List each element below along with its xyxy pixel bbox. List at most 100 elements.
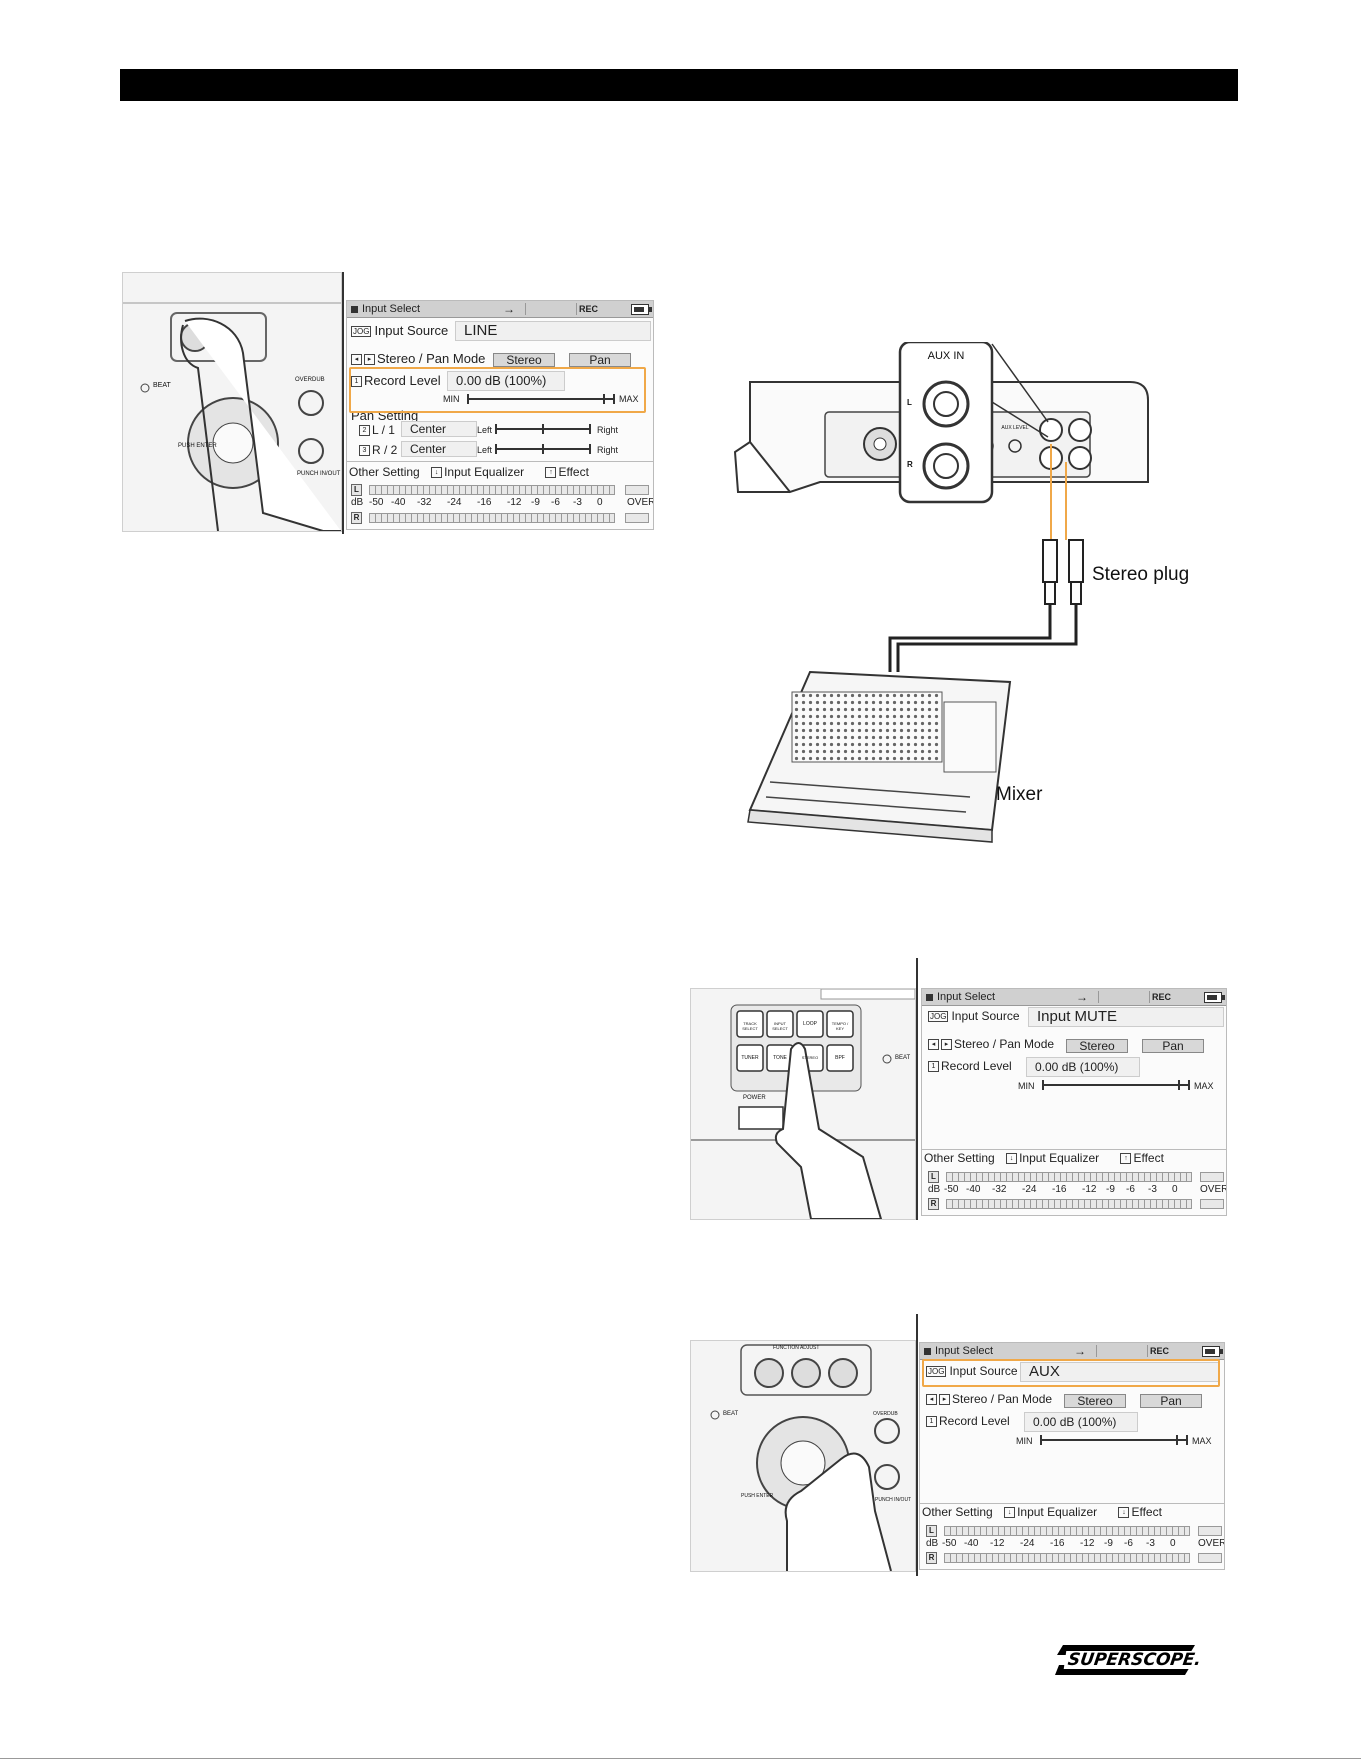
- level-meter-r: [944, 1553, 1190, 1563]
- rec-indicator: REC: [1152, 992, 1172, 1002]
- title-square-icon: [351, 305, 358, 313]
- l-tag: L: [907, 398, 912, 407]
- key-1-icon: 1: [351, 376, 362, 388]
- over-indicator-l: [625, 485, 649, 495]
- push-enter-label: PUSH ENTER: [741, 1493, 774, 1499]
- stereo-button-device: STEREO: [801, 1055, 819, 1060]
- db-tick: -3: [573, 497, 582, 508]
- mixer-label: Mixer: [996, 784, 1043, 805]
- pan-value-l1[interactable]: Center: [401, 421, 477, 437]
- key-1-icon: 1: [926, 1416, 937, 1428]
- up-key-icon: ↑: [1120, 1153, 1132, 1165]
- db-tick: -16: [477, 497, 492, 508]
- title-square-icon: [924, 1347, 931, 1355]
- left-arrow-key-icon: ◂: [928, 1039, 939, 1051]
- device-illustration-dial-turn: FUNCTION ADJUST BEAT OVERDUB PUSH ENTER …: [690, 1340, 916, 1572]
- level-meter-l: [946, 1172, 1192, 1182]
- min-label: MIN: [1016, 1436, 1033, 1446]
- pan-slider-r2[interactable]: [495, 444, 591, 454]
- db-tick: 0: [597, 497, 603, 508]
- pan-button[interactable]: Pan: [1140, 1394, 1202, 1408]
- effect-link[interactable]: Effect: [558, 465, 589, 479]
- record-level-slider[interactable]: [467, 394, 615, 404]
- pan-button[interactable]: Pan: [1142, 1039, 1204, 1053]
- pan-slider-l1[interactable]: [495, 424, 591, 434]
- pan-button[interactable]: Pan: [569, 353, 631, 367]
- record-level-value[interactable]: 0.00 dB (100%): [447, 371, 565, 391]
- pan-left-label: Left: [477, 445, 493, 455]
- db-tick: -16: [1050, 1538, 1065, 1549]
- over-indicator-l: [1200, 1172, 1224, 1182]
- stereo-pan-mode-row: ◂▸Stereo / Pan Mode: [928, 1037, 1054, 1051]
- down-key-icon: ↓: [1004, 1507, 1016, 1519]
- record-level-slider[interactable]: [1042, 1080, 1190, 1090]
- db-tick: -50: [369, 497, 384, 508]
- screen-title: Input Select: [362, 303, 421, 315]
- db-tick: -3: [1148, 1184, 1157, 1195]
- record-level-highlight: [349, 367, 646, 413]
- stereo-pan-mode-label: Stereo / Pan Mode: [954, 1037, 1055, 1051]
- db-tick: -32: [992, 1184, 1007, 1195]
- record-level-label: Record Level: [941, 1059, 1012, 1073]
- tone-button: TONE: [773, 1055, 787, 1061]
- over-indicator-r: [625, 513, 649, 523]
- max-label: MAX: [1194, 1081, 1214, 1091]
- superscope-logo-text: SUPERSCOPE.: [1063, 1650, 1206, 1670]
- stereo-button[interactable]: Stereo: [1066, 1039, 1128, 1053]
- battery-icon: [631, 304, 652, 315]
- stereo-button[interactable]: Stereo: [1064, 1394, 1126, 1408]
- record-level-value[interactable]: 0.00 dB (100%): [1024, 1412, 1138, 1432]
- input-select-button[interactable]: INPUT SELECT: [772, 1021, 788, 1031]
- record-level-value[interactable]: 0.00 dB (100%): [1026, 1057, 1140, 1077]
- input-source-value[interactable]: LINE: [455, 321, 651, 341]
- db-tick: -32: [417, 497, 432, 508]
- meter-r-label: R: [928, 1198, 939, 1210]
- left-arrow-key-icon: ◂: [351, 354, 362, 366]
- input-equalizer-link[interactable]: Input Equalizer: [444, 465, 525, 479]
- right-arrow-key-icon: ▸: [941, 1039, 952, 1051]
- panel-divider: [916, 958, 918, 1220]
- meter-r-label: R: [351, 512, 362, 524]
- other-setting-row: Other Setting ↓Input Equalizer ↑Effect: [349, 465, 589, 479]
- other-setting-label: Other Setting: [924, 1151, 995, 1165]
- other-setting-row: Other Setting ↓Input Equalizer ↑Effect: [924, 1151, 1164, 1165]
- other-setting-label: Other Setting: [922, 1505, 993, 1519]
- stereo-pan-mode-label: Stereo / Pan Mode: [377, 351, 486, 366]
- pan-value-r2[interactable]: Center: [401, 441, 477, 457]
- record-level-slider[interactable]: [1040, 1435, 1188, 1445]
- effect-link[interactable]: Effect: [1131, 1505, 1162, 1519]
- input-equalizer-link[interactable]: Input Equalizer: [1019, 1151, 1100, 1165]
- db-label: dB: [351, 497, 364, 508]
- db-tick: -6: [551, 497, 560, 508]
- rec-indicator: REC: [1150, 1346, 1170, 1356]
- input-equalizer-link[interactable]: Input Equalizer: [1017, 1505, 1098, 1519]
- effect-link[interactable]: Effect: [1133, 1151, 1164, 1165]
- level-meter-l: [369, 485, 615, 495]
- db-tick: -9: [1104, 1538, 1113, 1549]
- max-label: MAX: [1192, 1436, 1212, 1446]
- panel-divider: [916, 1314, 918, 1576]
- right-arrow-key-icon: ▸: [364, 354, 375, 366]
- record-level-label: Record Level: [364, 373, 441, 388]
- title-square-icon: [926, 993, 933, 1001]
- section-header-bar: [120, 69, 1238, 101]
- min-label: MIN: [1018, 1081, 1035, 1091]
- db-scale: dB -50 -40 -32 -24 -16 -12 -9 -6 -3 0 OV…: [351, 497, 653, 509]
- input-source-value[interactable]: Input MUTE: [1028, 1007, 1224, 1027]
- arrow-icon: →: [1074, 1344, 1086, 1358]
- up-key-icon: ↑: [545, 467, 557, 479]
- input-source-value[interactable]: AUX: [1020, 1362, 1220, 1382]
- arrow-icon: →: [503, 302, 515, 316]
- input-source-highlight: [922, 1359, 1220, 1387]
- left-arrow-key-icon: ◂: [926, 1394, 937, 1406]
- stereo-button[interactable]: Stereo: [493, 353, 555, 367]
